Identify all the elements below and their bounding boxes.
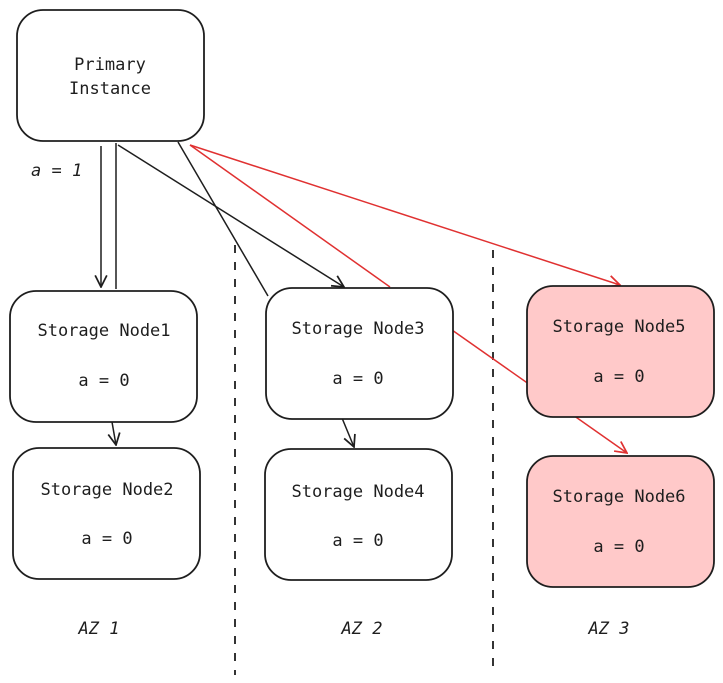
storage-node-6[interactable]: Storage Node6 a = 0 bbox=[526, 455, 715, 588]
edge-red-primary-node5 bbox=[189, 144, 620, 285]
edge-red-primary-node3 bbox=[189, 144, 391, 288]
edge-node1-node2 bbox=[112, 421, 116, 445]
az-label-3: AZ 3 bbox=[588, 619, 630, 639]
storage-node-3-name: Storage Node3 bbox=[291, 319, 424, 339]
primary-instance-node[interactable]: Primary Instance bbox=[16, 9, 205, 142]
storage-node-1-value: a = 0 bbox=[78, 371, 129, 391]
storage-node-4-value: a = 0 bbox=[332, 531, 383, 551]
az-label-2: AZ 2 bbox=[341, 619, 383, 639]
storage-node-5-name: Storage Node5 bbox=[552, 317, 685, 337]
storage-node-2-value: a = 0 bbox=[81, 529, 132, 549]
edge-primary-node3 bbox=[117, 144, 344, 287]
edge-node3-node4 bbox=[341, 417, 354, 447]
storage-node-5[interactable]: Storage Node5 a = 0 bbox=[526, 285, 715, 418]
primary-instance-line2: Instance bbox=[69, 79, 151, 99]
storage-node-2-name: Storage Node2 bbox=[40, 480, 173, 500]
primary-instance-line1: Primary bbox=[74, 55, 146, 75]
edge-primary-node3-side bbox=[177, 141, 269, 297]
storage-node-3[interactable]: Storage Node3 a = 0 bbox=[265, 287, 454, 420]
az-label-1: AZ 1 bbox=[78, 619, 120, 639]
storage-node-2[interactable]: Storage Node2 a = 0 bbox=[12, 447, 201, 580]
storage-node-1-name: Storage Node1 bbox=[37, 321, 170, 341]
storage-node-6-name: Storage Node6 bbox=[552, 487, 685, 507]
storage-node-1[interactable]: Storage Node1 a = 0 bbox=[9, 290, 198, 423]
storage-node-4-name: Storage Node4 bbox=[291, 482, 424, 502]
edge-label: a = 1 bbox=[31, 161, 82, 181]
storage-node-3-value: a = 0 bbox=[332, 369, 383, 389]
storage-node-4[interactable]: Storage Node4 a = 0 bbox=[264, 448, 453, 581]
storage-node-6-value: a = 0 bbox=[593, 537, 644, 557]
storage-node-5-value: a = 0 bbox=[593, 367, 644, 387]
